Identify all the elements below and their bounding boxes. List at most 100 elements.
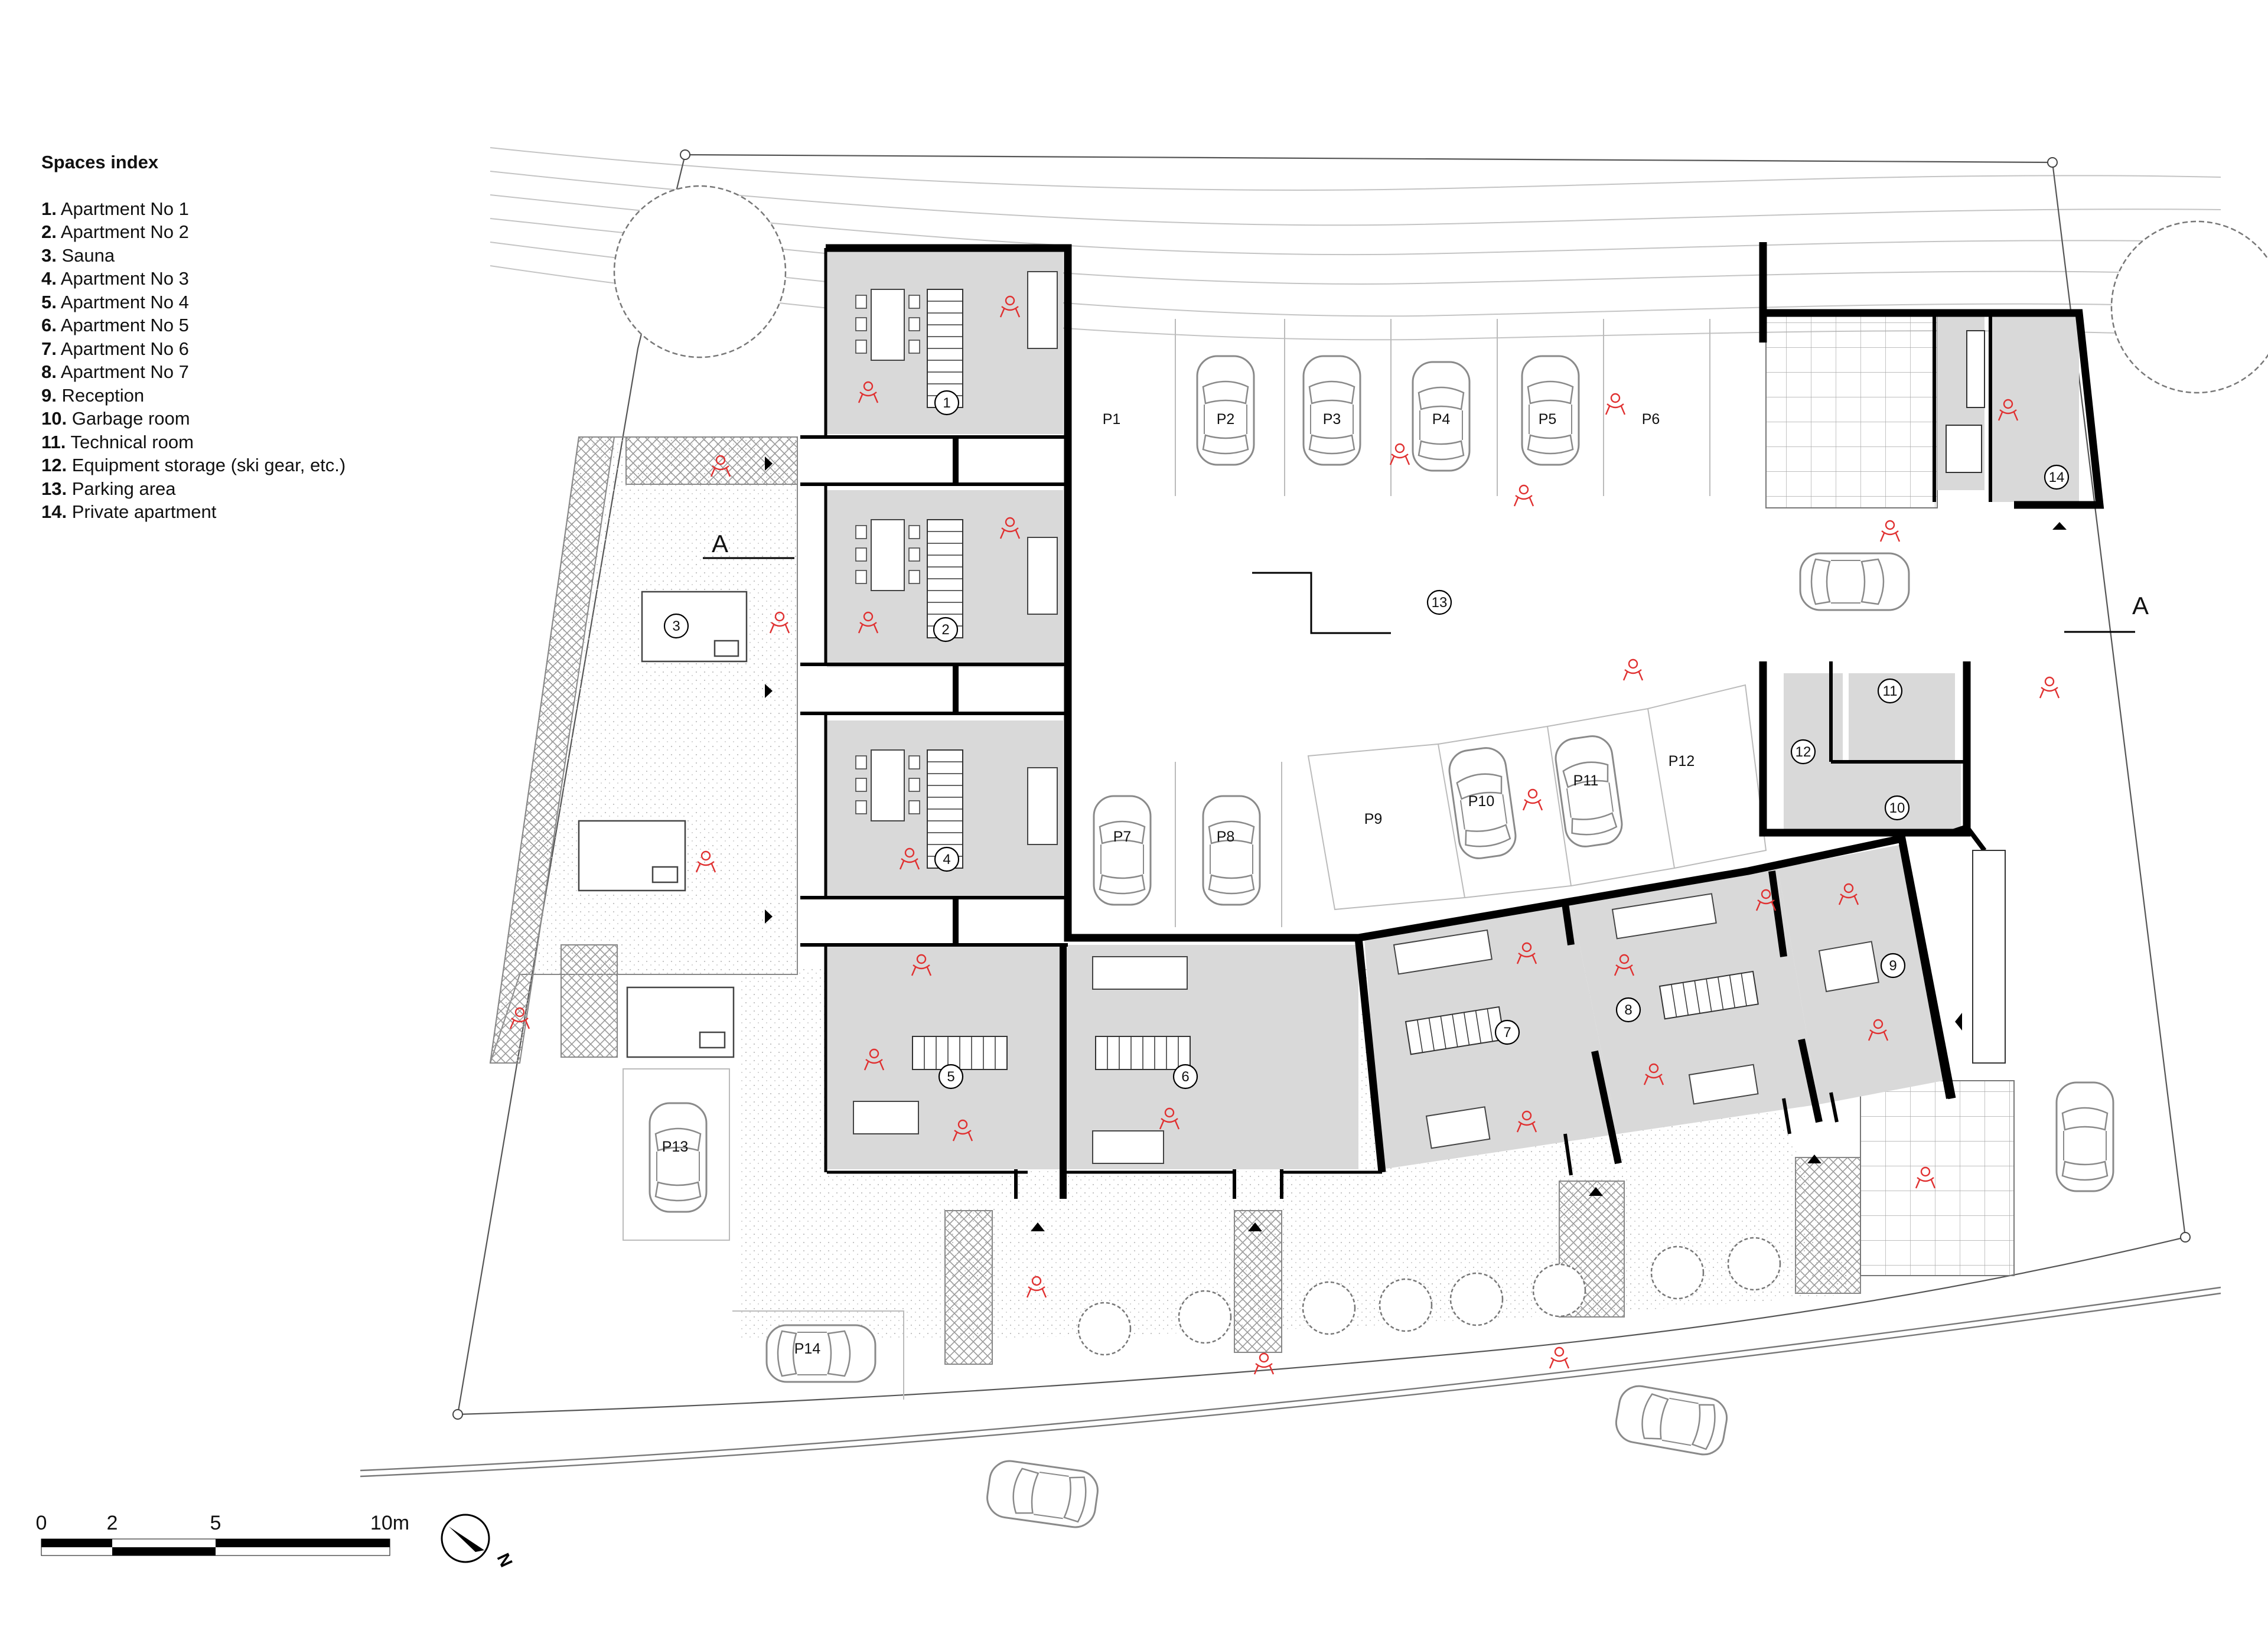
- room-number: 7: [1503, 1025, 1511, 1041]
- room-number: 6: [1181, 1069, 1189, 1085]
- legend-item: 4. Apartment No 3: [41, 267, 346, 291]
- room-number: 5: [947, 1069, 954, 1085]
- legend-item-label: Technical room: [70, 431, 194, 452]
- legend-item-label: Apartment No 7: [60, 361, 189, 382]
- legend-item-label: Apartment No 5: [60, 315, 189, 335]
- parking-label: P2: [1217, 411, 1235, 428]
- legend-item: 10. Garbage room: [41, 407, 346, 431]
- car-icon: [1799, 552, 1910, 611]
- car-icon: [1093, 795, 1152, 906]
- car-icon: [1302, 355, 1361, 466]
- legend-item-label: Garbage room: [71, 408, 190, 429]
- legend-item: 9. Reception: [41, 384, 346, 407]
- legend-item-number: 5.: [41, 291, 57, 312]
- plot-corners: [452, 149, 2191, 1420]
- legend-item-number: 10.: [41, 408, 67, 429]
- parking-label: P5: [1539, 411, 1557, 428]
- legend-item-number: 11.: [41, 431, 66, 452]
- car-icon: [1521, 355, 1580, 466]
- legend-item: 5. Apartment No 4: [41, 291, 346, 314]
- parking-label: P9: [1364, 811, 1383, 827]
- room-number: 11: [1883, 683, 1898, 699]
- legend-item-label: Sauna: [61, 244, 115, 266]
- room-number: 12: [1795, 744, 1811, 760]
- parking-label: P10: [1468, 793, 1494, 810]
- legend-item: 1. Apartment No 1: [41, 197, 346, 221]
- legend-item-label: Apartment No 6: [60, 338, 189, 359]
- building-walls: [800, 242, 2104, 1199]
- room-number: 13: [1432, 595, 1448, 611]
- legend-item-number: 13.: [41, 478, 67, 499]
- legend-item-label: Apartment No 2: [60, 221, 189, 242]
- car-icon: [649, 1102, 708, 1213]
- room-number-texts: 1 2 3 4 5 6 7 8 9 10 11 12 13 14: [672, 395, 2064, 1085]
- legend-item-number: 9.: [41, 384, 57, 406]
- tree-icon: [613, 185, 787, 358]
- section-mark-right: A: [2132, 592, 2149, 619]
- legend-item-number: 2.: [41, 221, 57, 242]
- legend-item-number: 7.: [41, 338, 57, 359]
- room-number: 2: [941, 622, 949, 638]
- room-number: 10: [1889, 800, 1905, 816]
- parking-label: P1: [1103, 411, 1121, 428]
- legend-item: 6. Apartment No 5: [41, 314, 346, 337]
- parking-label: P6: [1642, 411, 1660, 428]
- legend-item: 8. Apartment No 7: [41, 360, 346, 384]
- parking-label: P13: [662, 1139, 688, 1155]
- legend-item-label: Reception: [61, 384, 145, 406]
- terrace-tiles: [1860, 1080, 2015, 1276]
- car-icon: [2055, 1081, 2114, 1192]
- parking-label: P4: [1432, 411, 1451, 428]
- legend-item: 7. Apartment No 6: [41, 337, 346, 361]
- garden-structures: [578, 591, 748, 1058]
- car-icon: [1202, 795, 1261, 906]
- legend-item: 2. Apartment No 2: [41, 220, 346, 244]
- room-number: 8: [1624, 1002, 1632, 1018]
- room-number: 9: [1889, 958, 1896, 974]
- road-edge: [360, 1286, 2221, 1478]
- legend-item-label: Parking area: [71, 478, 176, 499]
- car-icon: [765, 1324, 876, 1383]
- legend-item-number: 3.: [41, 244, 57, 266]
- room-number: 14: [2049, 469, 2065, 485]
- parking-label: P12: [1669, 753, 1695, 769]
- parking-label: P3: [1323, 411, 1341, 428]
- legend-title: Spaces index: [41, 152, 159, 172]
- furniture: [853, 271, 2006, 1164]
- entrance-canopy: [1765, 312, 1938, 508]
- scale-bar: 0 2 5 10m: [36, 1512, 409, 1556]
- legend-item-label: Equipment storage (ski gear, etc.): [71, 455, 346, 475]
- legend-item: 11. Technical room: [41, 431, 346, 454]
- parking-label: P7: [1113, 829, 1132, 845]
- legend-item-label: Apartment No 3: [60, 268, 189, 289]
- legend-item-number: 12.: [41, 455, 67, 475]
- scale-tick: 5: [210, 1512, 221, 1534]
- parking-label: P14: [794, 1341, 821, 1357]
- room-number: 3: [672, 618, 680, 634]
- legend-item-label: Private apartment: [71, 501, 217, 522]
- parking-label: P11: [1573, 772, 1599, 789]
- car-icon: [1552, 732, 1625, 850]
- scale-tick: 10m: [370, 1512, 409, 1534]
- parking-label: P8: [1217, 829, 1235, 845]
- scale-tick: 2: [107, 1512, 118, 1534]
- north-arrow-icon: N: [441, 1514, 516, 1570]
- section-mark-left: A: [712, 530, 728, 557]
- legend-item: 3. Sauna: [41, 244, 346, 268]
- legend-item-label: Apartment No 1: [60, 198, 189, 219]
- legend-item: 12. Equipment storage (ski gear, etc.): [41, 454, 346, 477]
- legend-item-number: 1.: [41, 198, 57, 219]
- parking-labels: P1 P2 P3 P4 P5 P6 P7 P8 P9 P10 P11 P12 P…: [662, 411, 1695, 1357]
- room-number: 4: [943, 852, 950, 868]
- north-label: N: [493, 1550, 516, 1570]
- plot-boundary: [457, 154, 2186, 1416]
- legend-item: 14. Private apartment: [41, 500, 346, 524]
- room-number-markers: [663, 390, 2070, 1090]
- legend-item: 13. Parking area: [41, 477, 346, 501]
- legend-item-number: 14.: [41, 501, 67, 522]
- room-number: 1: [943, 395, 950, 411]
- legend-item-number: 8.: [41, 361, 57, 382]
